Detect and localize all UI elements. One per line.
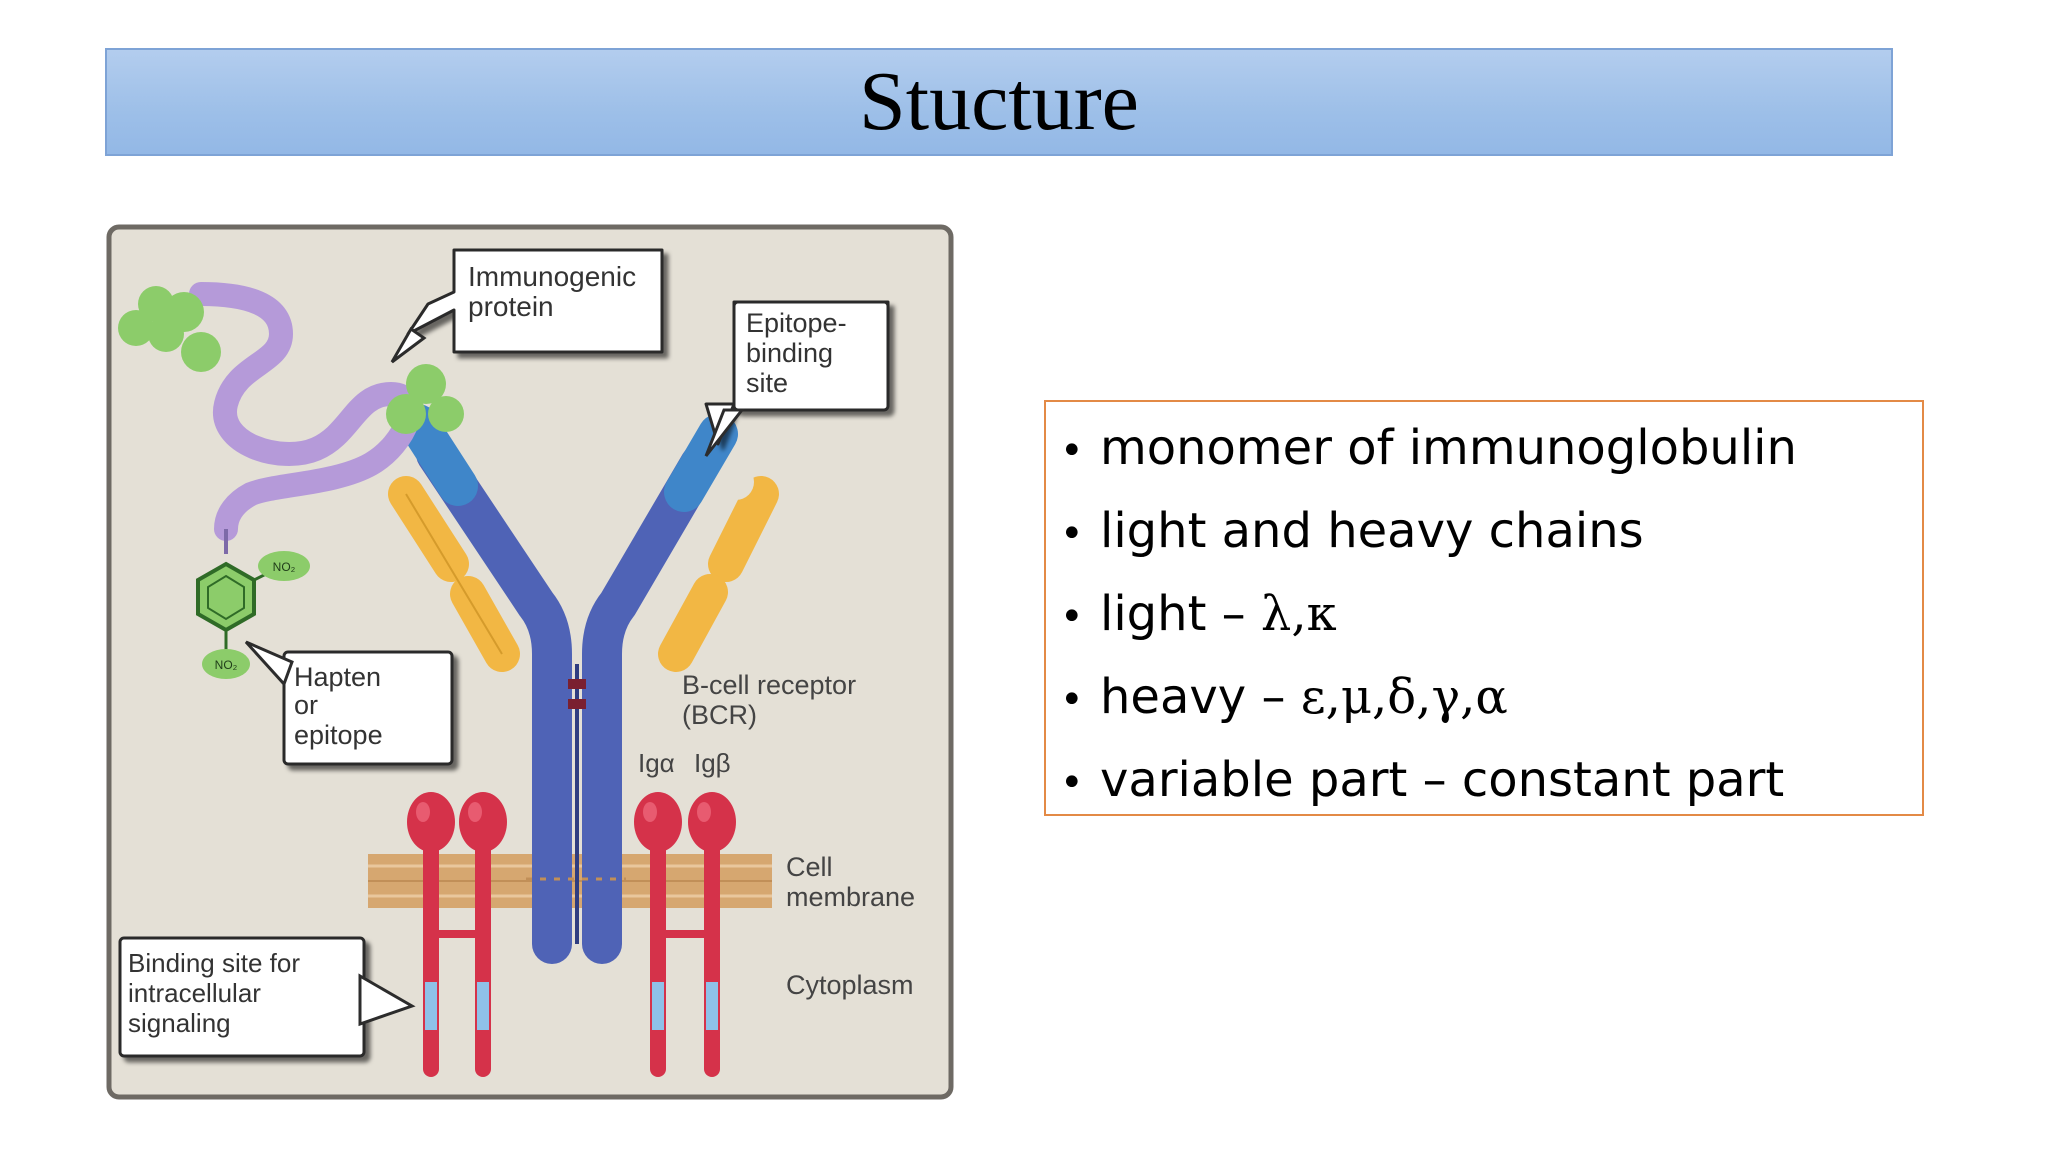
arrow-immunogenic <box>390 326 427 364</box>
label-membrane-2: membrane <box>786 882 915 912</box>
label-hapten-1: Hapten <box>294 662 381 692</box>
bullet-greek: ε,μ,δ,γ,α <box>1300 669 1508 725</box>
label-bcr-2: (BCR) <box>682 700 757 730</box>
slide-title: Stucture <box>859 55 1139 148</box>
label-membrane-1: Cell <box>786 852 833 882</box>
bullet-list: • monomer of immunoglobulin • light and … <box>1044 400 1924 816</box>
bullet-text: monomer of immunoglobulin <box>1100 420 1797 476</box>
bullet-text: light – <box>1100 586 1261 642</box>
ig-alpha-beta-right <box>634 792 736 1077</box>
immunogenic-protein <box>189 282 422 541</box>
bullet-text: heavy – <box>1100 669 1301 725</box>
label-cytoplasm: Cytoplasm <box>786 970 914 1000</box>
callout-immunogenic-protein <box>406 248 664 354</box>
title-bar: Stucture <box>105 48 1893 156</box>
bullet-dot: • <box>1060 511 1084 557</box>
bullet-text: light and heavy chains <box>1100 503 1644 559</box>
no2-bottom-label: NO₂ <box>215 658 238 672</box>
bullet-item: • light – λ,κ <box>1060 574 1922 657</box>
label-immunogenic-1: Immunogenic <box>468 261 636 292</box>
bullet-dot: • <box>1060 428 1084 474</box>
hapten-molecule: NO₂ NO₂ <box>196 551 310 679</box>
light-chains <box>388 476 779 672</box>
ig-alpha-beta-left <box>407 792 507 1077</box>
label-epitope-3: site <box>746 368 788 398</box>
bullet-item: • light and heavy chains <box>1060 491 1922 574</box>
heavy-chains <box>416 434 720 964</box>
label-ig-beta: Igβ <box>694 748 731 778</box>
label-epitope-2: binding <box>746 338 833 368</box>
bullet-dot: • <box>1060 677 1084 723</box>
bullet-item: • heavy – ε,μ,δ,γ,α <box>1060 657 1922 740</box>
arrow-hapten <box>244 640 294 687</box>
bullet-dot: • <box>1060 760 1084 806</box>
label-ig-alpha: Igα <box>638 748 675 778</box>
label-binding-2: intracellular <box>128 978 261 1008</box>
arrow-epitope <box>704 408 746 457</box>
bullet-text: variable part – constant part <box>1100 752 1785 808</box>
bcr-diagram: NO₂ NO₂ Immunogenic protein Epitope- bin… <box>106 224 954 1100</box>
bullet-dot: • <box>1060 594 1084 640</box>
label-hapten-2: or <box>294 690 318 720</box>
label-immunogenic-2: protein <box>468 291 554 322</box>
bullet-item: • monomer of immunoglobulin <box>1060 408 1922 491</box>
label-bcr-1: B-cell receptor <box>682 670 856 700</box>
callout-hapten <box>282 650 454 766</box>
epitope-binding-notch <box>718 464 754 500</box>
bullet-item: • variable part – constant part <box>1060 740 1922 823</box>
label-binding-3: signaling <box>128 1008 231 1038</box>
no2-top-label: NO₂ <box>273 560 296 574</box>
arrow-binding-site <box>358 973 416 1027</box>
bullet-greek: λ,κ <box>1260 586 1337 642</box>
callout-epitope-binding-site <box>704 300 890 446</box>
label-epitope-1: Epitope- <box>746 308 847 338</box>
label-binding-1: Binding site for <box>128 948 300 978</box>
label-hapten-3: epitope <box>294 720 383 750</box>
protein-epitopes <box>118 286 464 434</box>
